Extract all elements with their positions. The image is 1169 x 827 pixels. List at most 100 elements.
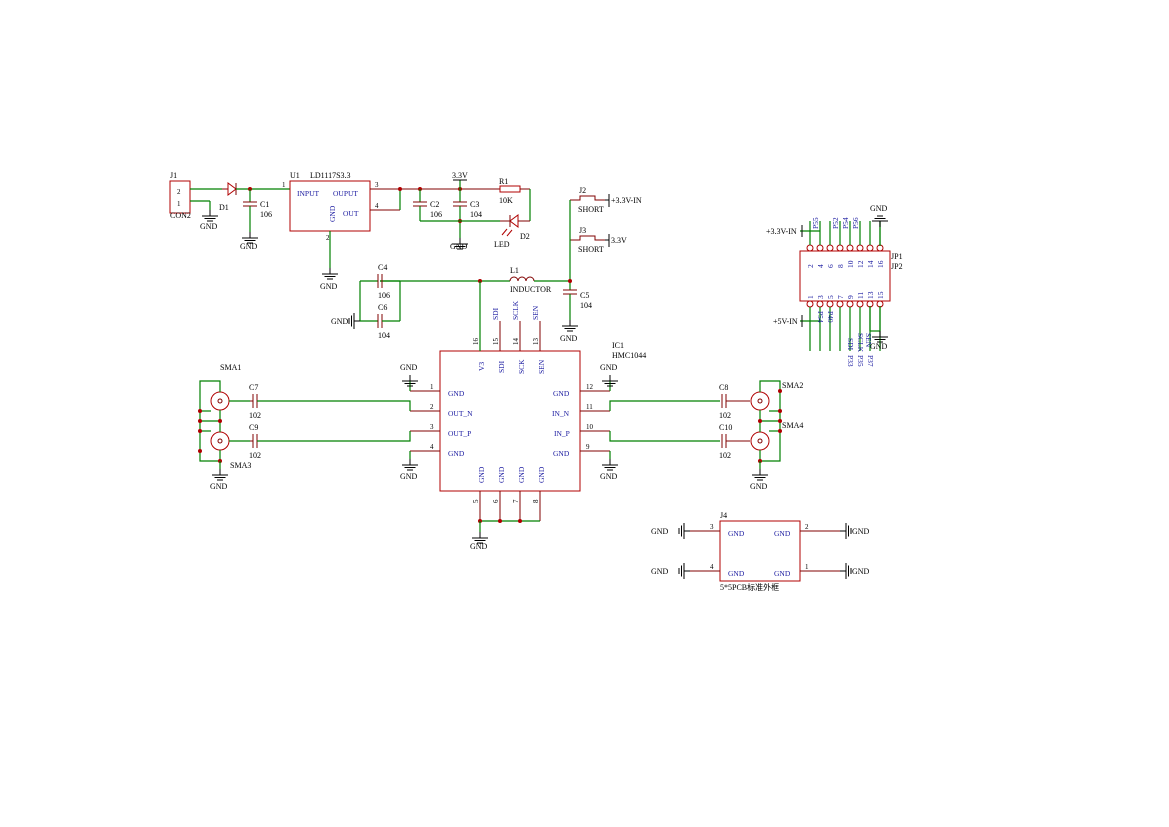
sma2-ref: SMA2 bbox=[782, 381, 803, 390]
header-bottom-pin-ring bbox=[846, 300, 854, 308]
sma4-ref: SMA4 bbox=[782, 421, 803, 430]
j1-pin-2: 2 bbox=[177, 188, 181, 196]
ic1-pin1-name: GND bbox=[448, 389, 465, 398]
jp-net-p54: P54 bbox=[816, 311, 825, 323]
jp-net-p40: P40 bbox=[826, 311, 835, 323]
gnd-label-jp-bottom: GND bbox=[870, 342, 888, 351]
jumper-j2: J2 SHORT +3.3V-IN bbox=[570, 186, 642, 214]
diode-d1: D1 bbox=[219, 182, 237, 212]
jp-net-sclk: SCLK bbox=[856, 333, 865, 353]
gnd-label-ic1-pin9: GND bbox=[600, 472, 618, 481]
ic1-pin3-name: OUT_P bbox=[448, 429, 471, 438]
ic1-pin7-name: GND bbox=[517, 466, 526, 483]
ic1-pin15-name: SDI bbox=[497, 360, 506, 373]
j3-net: 3.3V bbox=[611, 236, 627, 245]
c7-value: 102 bbox=[249, 411, 261, 420]
c7-ref: C7 bbox=[249, 383, 258, 392]
r1-ref: R1 bbox=[499, 177, 508, 186]
gnd-label-c5: GND bbox=[560, 334, 578, 343]
ic1-pin4-name: GND bbox=[448, 449, 465, 458]
net-3v3-label: 3.3V bbox=[452, 171, 468, 180]
c2-ref: C2 bbox=[430, 200, 439, 209]
c9-value: 102 bbox=[249, 451, 261, 460]
l1-ref: L1 bbox=[510, 266, 519, 275]
ic1-pin2-name: OUT_N bbox=[448, 409, 473, 418]
header-top-pin-ring bbox=[806, 244, 814, 252]
ic1-pin14-num: 14 bbox=[512, 338, 520, 346]
j1-ref: J1 bbox=[170, 171, 177, 180]
header-top-pin-num: 10 bbox=[846, 260, 855, 268]
resistor-r1: R1 10K bbox=[499, 177, 521, 205]
gnd-label-u1: GND bbox=[320, 282, 338, 291]
ic1-pin5-num: 5 bbox=[472, 499, 480, 503]
net-sdi: SDI bbox=[491, 307, 500, 320]
header-bottom-pin-num: 11 bbox=[856, 292, 865, 299]
header-bottom-pin-num: 5 bbox=[826, 295, 835, 299]
jp-net-p33: P33 bbox=[846, 355, 855, 367]
gnd-label-ic1-bottom: GND bbox=[470, 542, 488, 551]
header-top-pin-ring bbox=[856, 244, 864, 252]
gnd-label-sma3: GND bbox=[210, 482, 228, 491]
gnd-label-c3: GND bbox=[450, 242, 468, 251]
ic1-pin6-num: 6 bbox=[492, 499, 500, 503]
c1-value: 106 bbox=[260, 210, 272, 219]
capacitor-c5: C5 104 GND bbox=[560, 289, 592, 343]
c8-value: 102 bbox=[719, 411, 731, 420]
jp-net-p35: P35 bbox=[856, 355, 865, 367]
net-5v-in: +5V-IN bbox=[773, 317, 798, 326]
header-bottom-pin-ring bbox=[836, 300, 844, 308]
ic1-pin14-name: SCK bbox=[517, 359, 526, 374]
u1-value: LD1117S3.3 bbox=[310, 171, 351, 180]
header-bottom-pin-num: 13 bbox=[866, 291, 875, 299]
j1-pin-1: 1 bbox=[177, 200, 181, 208]
capacitor-c2: C2 106 bbox=[413, 187, 442, 221]
ic1-pin8-num: 8 bbox=[532, 499, 540, 503]
gnd-label-jp-top: GND bbox=[870, 204, 888, 213]
j4-pin3-name: GND bbox=[728, 529, 745, 538]
c10-value: 102 bbox=[719, 451, 731, 460]
header-bottom-pin-ring bbox=[826, 300, 834, 308]
gnd-label-c1: GND bbox=[240, 242, 258, 251]
c5-value: 104 bbox=[580, 301, 592, 310]
ic1-pin16-num: 16 bbox=[472, 338, 480, 346]
j2-value: SHORT bbox=[578, 205, 604, 214]
gnd-label-sma4: GND bbox=[750, 482, 768, 491]
r1-value: 10K bbox=[499, 196, 513, 205]
header-top-pin-ring bbox=[836, 244, 844, 252]
capacitor-c1: C1 106 GND bbox=[240, 189, 272, 251]
gnd-label-ic1-pin1: GND bbox=[400, 363, 418, 372]
header-top-pin-num: 8 bbox=[836, 264, 845, 268]
header-bottom-pin-ring bbox=[816, 300, 824, 308]
capacitor-c8: C8 102 bbox=[719, 383, 750, 420]
header-top-pin-ring bbox=[816, 244, 824, 252]
net-sclk: SCLK bbox=[511, 300, 520, 320]
c2-value: 106 bbox=[430, 210, 442, 219]
gnd-label-ic1-pin4: GND bbox=[400, 472, 418, 481]
j1-value: CON2 bbox=[170, 211, 191, 220]
capacitor-c3: C3 104 bbox=[453, 180, 482, 238]
jumper-j3: J3 SHORT 3.3V bbox=[570, 226, 627, 254]
header-top-pin-num: 4 bbox=[816, 264, 825, 268]
header-jp1-jp2: JP1 JP2 bbox=[799, 250, 903, 302]
jp-net-p52: P52 bbox=[831, 217, 840, 229]
c3-value: 104 bbox=[470, 210, 482, 219]
j3-value: SHORT bbox=[578, 245, 604, 254]
connector-j1: J1 2 1 CON2 bbox=[169, 171, 191, 220]
sma4-connector: SMA4 bbox=[750, 421, 803, 451]
sma2-connector: SMA2 bbox=[750, 381, 803, 411]
ic1-pin2-num: 2 bbox=[430, 403, 434, 411]
header-bottom-pin-num: 1 bbox=[806, 295, 815, 299]
header-bottom-pin-num: 7 bbox=[836, 295, 845, 299]
d2-value: LED bbox=[494, 240, 510, 249]
led-d2: D2 LED bbox=[494, 214, 530, 249]
capacitor-c10: C10 102 bbox=[719, 423, 750, 460]
sma3-connector: SMA3 bbox=[210, 431, 251, 470]
jp1-ref: JP1 bbox=[891, 252, 903, 261]
j4-value: 5*5PCB标准外框 bbox=[720, 582, 779, 592]
j4-pin2-num: 2 bbox=[805, 523, 809, 531]
j4-pin1-name: GND bbox=[774, 569, 791, 578]
ic1-pin11-num: 11 bbox=[586, 403, 593, 411]
u1-pin-out: OUT bbox=[343, 209, 359, 218]
u1-pin-input: INPUT bbox=[297, 189, 320, 198]
header-top-pin-num: 2 bbox=[806, 264, 815, 268]
